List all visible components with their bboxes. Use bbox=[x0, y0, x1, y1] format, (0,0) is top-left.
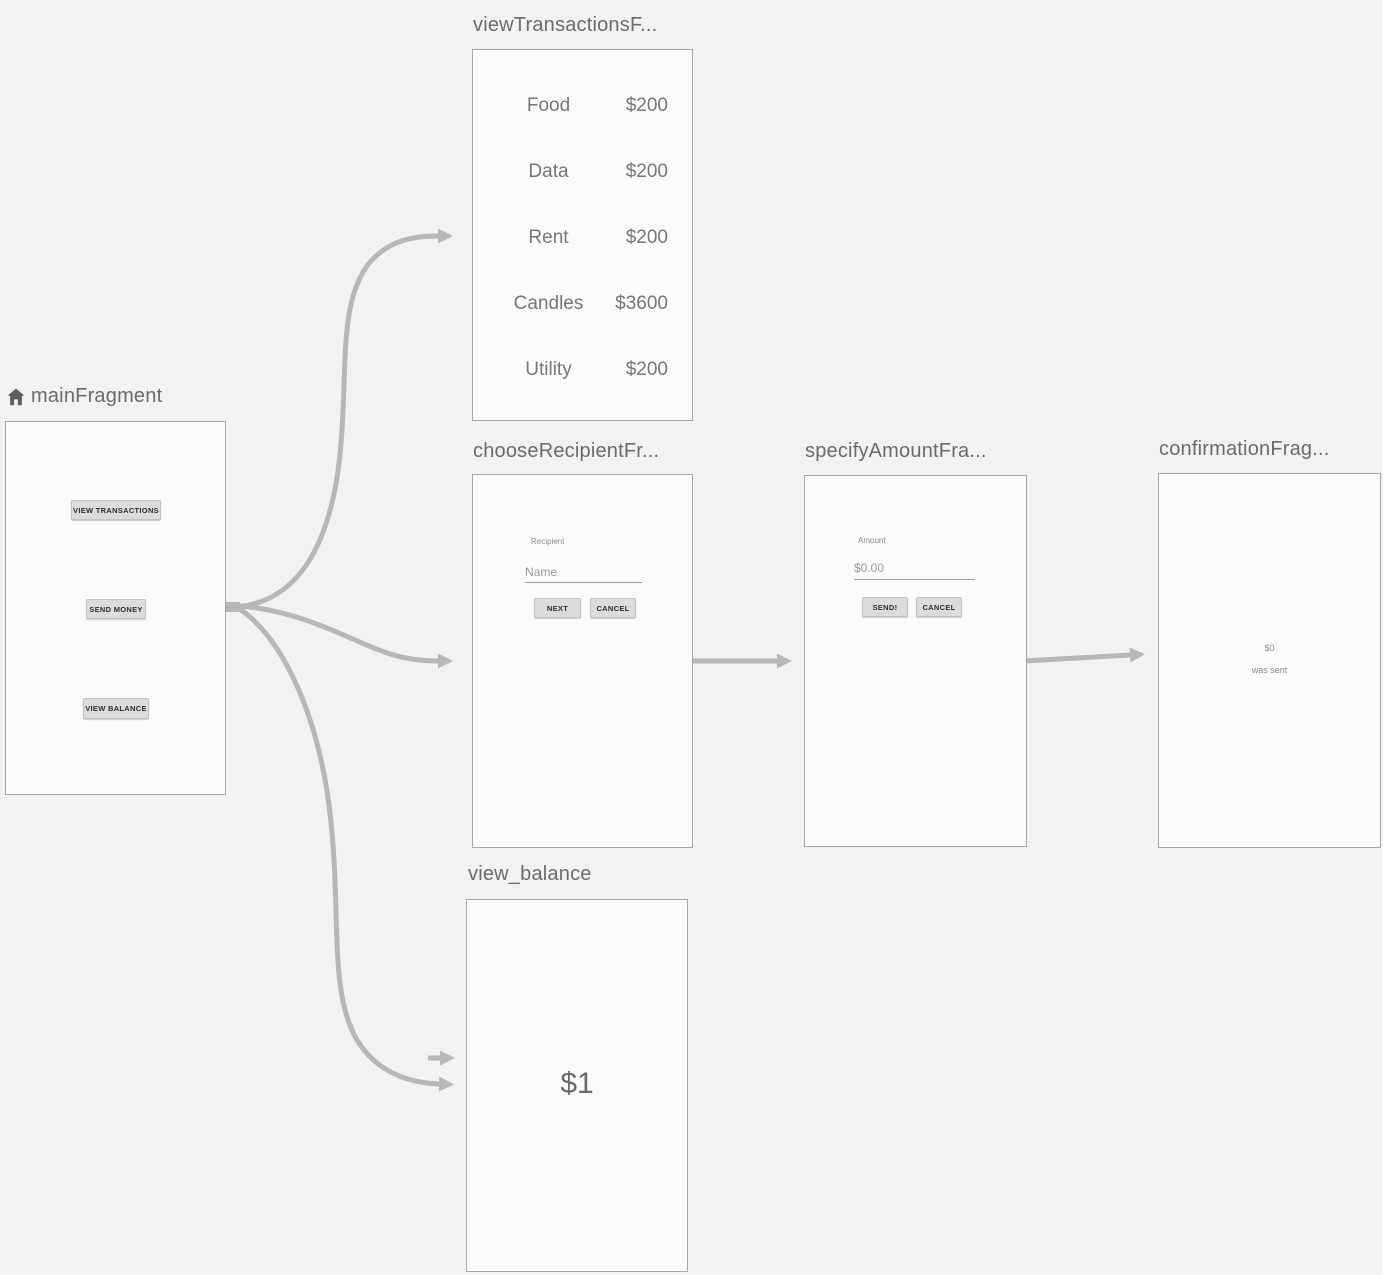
node-title-main: mainFragment bbox=[5, 385, 162, 408]
node-title-main-label: mainFragment bbox=[31, 385, 163, 407]
node-confirmation-fragment[interactable]: $0 was sent bbox=[1158, 473, 1381, 848]
action-specify-amount-to-confirmation[interactable] bbox=[1023, 647, 1145, 664]
node-title-view-balance-label: view_balance bbox=[468, 863, 592, 885]
recipient-input-underline bbox=[525, 582, 642, 583]
transaction-amount: $200 bbox=[625, 161, 668, 182]
transaction-label: Candles bbox=[513, 293, 584, 314]
action-main-to-view-transactions[interactable] bbox=[237, 228, 453, 610]
transaction-label: Rent bbox=[528, 227, 569, 248]
action-main-to-choose-recipient[interactable] bbox=[237, 603, 453, 669]
view-balance-button: VIEW BALANCE bbox=[83, 698, 149, 719]
node-title-specify-amount-label: specifyAmountFra... bbox=[805, 440, 987, 462]
node-title-confirmation: confirmationFrag... bbox=[1159, 438, 1330, 461]
confirmation-amount-text: $0 bbox=[1264, 643, 1275, 653]
node-title-specify-amount: specifyAmountFra... bbox=[805, 440, 987, 463]
amount-field-label: Amount bbox=[858, 536, 886, 545]
home-icon bbox=[7, 388, 25, 405]
transaction-label: Data bbox=[528, 161, 569, 182]
transaction-amount: $200 bbox=[625, 227, 668, 248]
node-main-fragment[interactable]: VIEW TRANSACTIONS SEND MONEY VIEW BALANC… bbox=[5, 421, 226, 795]
transaction-label: Utility bbox=[525, 359, 572, 380]
action-main-to-view-balance[interactable] bbox=[236, 605, 454, 1092]
transaction-label: Food bbox=[526, 95, 571, 116]
transaction-amount: $200 bbox=[625, 359, 668, 380]
transaction-amount: $3600 bbox=[615, 293, 668, 314]
amount-input: $0.00 bbox=[854, 561, 885, 575]
view-transactions-button: VIEW TRANSACTIONS bbox=[71, 500, 161, 520]
cancel-button: CANCEL bbox=[916, 597, 962, 617]
transaction-row: Food $200 bbox=[473, 94, 692, 118]
node-title-confirmation-label: confirmationFrag... bbox=[1159, 438, 1330, 460]
transaction-row: Rent $200 bbox=[473, 226, 692, 250]
node-title-view-balance: view_balance bbox=[468, 863, 592, 886]
next-button: NEXT bbox=[534, 598, 581, 618]
node-view-transactions-fragment[interactable]: Food $200 Data $200 Rent $200 Candles $3… bbox=[472, 49, 693, 421]
node-specify-amount-fragment[interactable]: Amount $0.00 SEND! CANCEL bbox=[804, 475, 1027, 847]
cancel-button: CANCEL bbox=[590, 598, 636, 618]
balance-amount-text: $1 bbox=[560, 1067, 594, 1100]
transaction-row: Utility $200 bbox=[473, 358, 692, 382]
node-title-view-transactions: viewTransactionsF... bbox=[473, 14, 657, 37]
recipient-name-input: Name bbox=[525, 565, 558, 579]
node-choose-recipient-fragment[interactable]: Recipient Name NEXT CANCEL bbox=[472, 474, 693, 848]
send-button: SEND! bbox=[862, 597, 908, 617]
amount-input-underline bbox=[854, 579, 975, 580]
recipient-field-label: Recipient bbox=[531, 537, 565, 546]
node-title-choose-recipient-label: chooseRecipientFr... bbox=[473, 440, 660, 462]
node-view-balance-fragment[interactable]: $1 bbox=[466, 899, 688, 1272]
node-title-choose-recipient: chooseRecipientFr... bbox=[473, 440, 659, 463]
node-title-view-transactions-label: viewTransactionsF... bbox=[473, 14, 658, 36]
confirmation-message-text: was sent bbox=[1251, 665, 1288, 675]
send-money-button: SEND MONEY bbox=[86, 599, 146, 619]
transaction-row: Candles $3600 bbox=[473, 292, 692, 316]
transaction-row: Data $200 bbox=[473, 160, 692, 184]
transaction-amount: $200 bbox=[625, 95, 668, 116]
